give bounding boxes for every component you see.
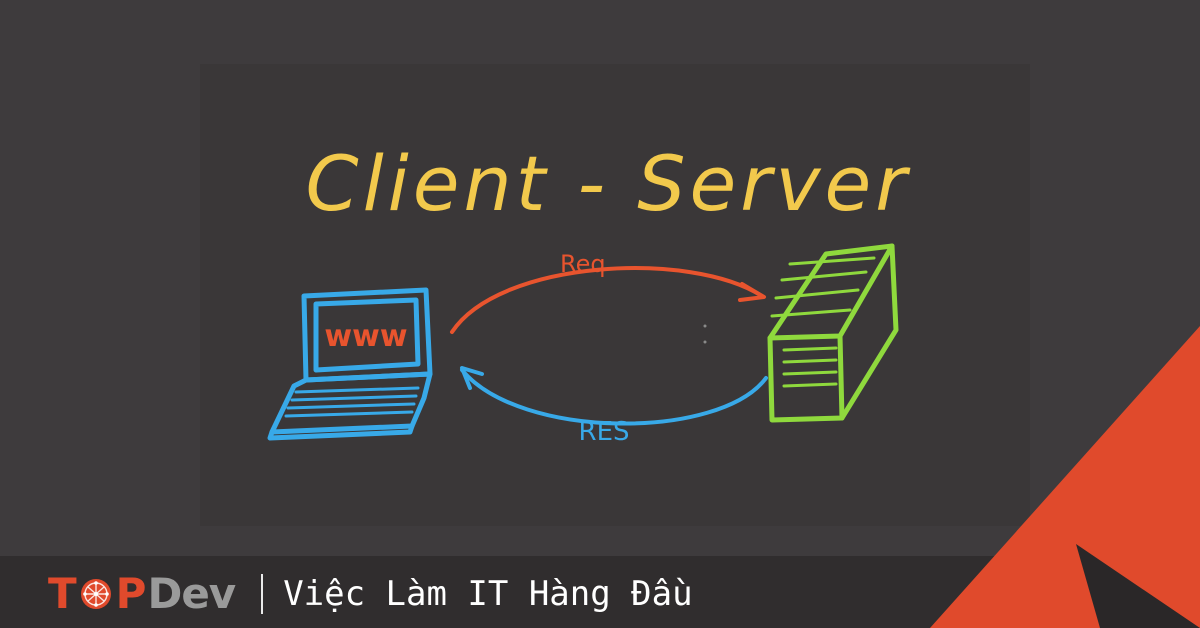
- marker-dot: [703, 340, 707, 344]
- brand-bar: T P Dev Việc Làm IT Hàng Đầu: [48, 566, 693, 622]
- logo-dev: Dev: [147, 569, 236, 618]
- tagline: Việc Làm IT Hàng Đầu: [283, 574, 693, 614]
- request-arrow: [450, 266, 766, 334]
- marker-dot: [703, 324, 707, 328]
- topdev-logo: T P Dev: [48, 566, 236, 622]
- server-icon: [767, 243, 899, 423]
- screen-text: www: [324, 319, 407, 354]
- response-arrow: [460, 366, 768, 426]
- accent-dark-wedge: [1076, 544, 1200, 628]
- request-label: Req: [560, 250, 606, 278]
- accent-triangle: [930, 326, 1200, 628]
- brand-divider: [261, 574, 264, 614]
- diagram-title: Client - Server: [306, 139, 912, 228]
- logo-letter-p: P: [115, 569, 147, 618]
- response-label: RES: [579, 417, 630, 447]
- laptop-icon: [267, 287, 433, 441]
- globe-icon: [80, 579, 111, 609]
- logo-letter-t: T: [48, 569, 77, 618]
